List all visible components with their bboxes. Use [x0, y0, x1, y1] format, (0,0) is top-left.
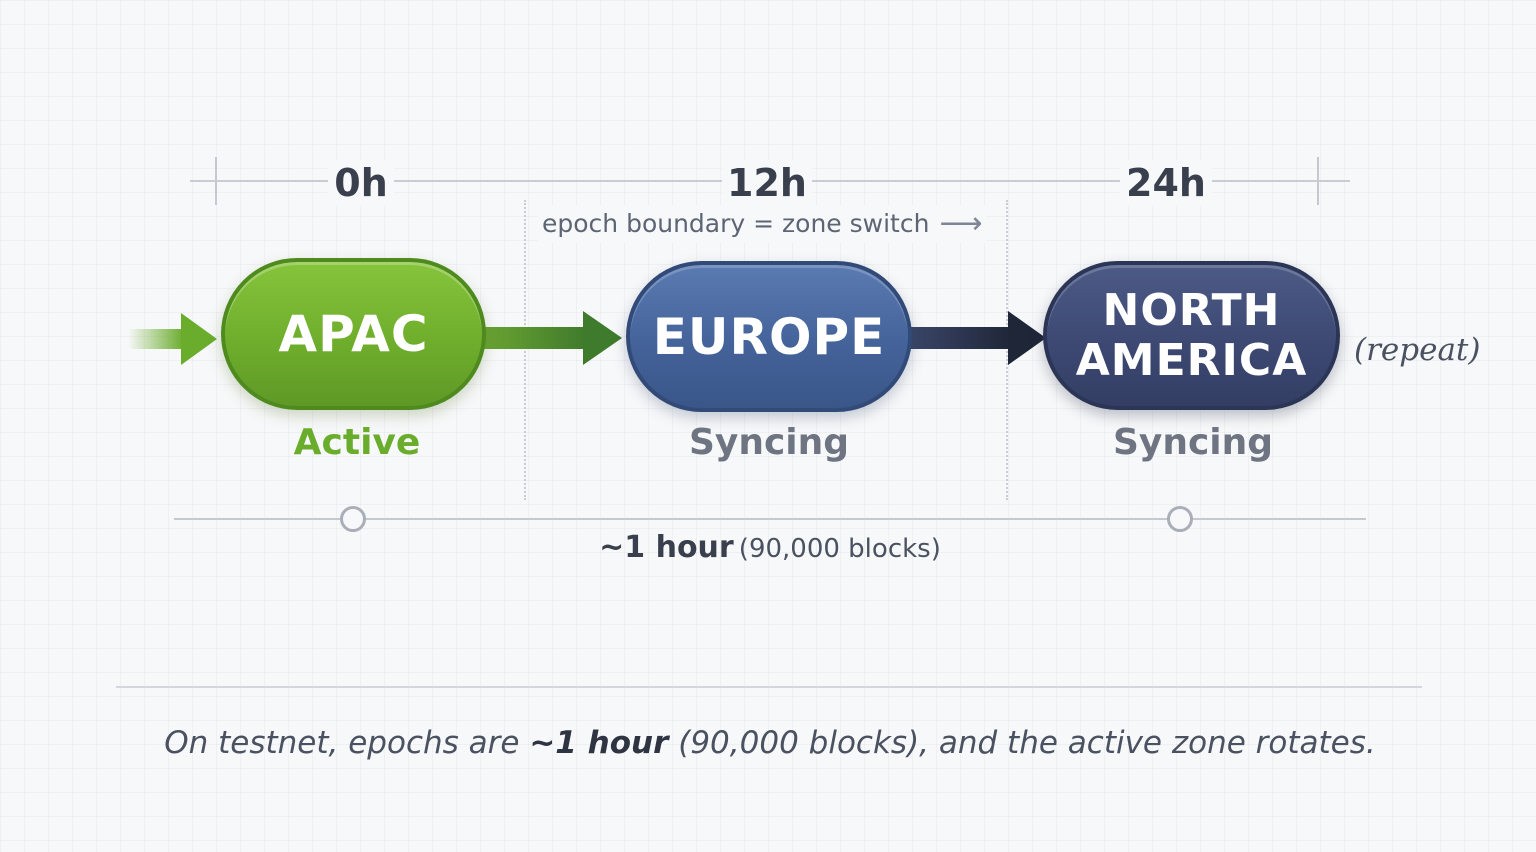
- repeat-label: (repeat): [1354, 332, 1481, 368]
- caption-after: (90,000 blocks), and the active zone rot…: [668, 725, 1376, 761]
- epoch-boundary-note: epoch boundary = zone switch ⟶: [538, 206, 987, 242]
- caption: On testnet, epochs are ~1 hour (90,000 b…: [120, 716, 1420, 770]
- zone-europe-status: Syncing: [688, 422, 850, 463]
- zone-europe-label: EUROPE: [652, 307, 886, 366]
- zone-apac: APAC: [221, 258, 486, 410]
- right-arrow-icon: ⟶: [939, 206, 983, 241]
- timeline-end-tick: [1317, 157, 1319, 205]
- zone-apac-status: Active: [293, 422, 421, 463]
- duration-end-marker: [1167, 506, 1193, 532]
- zone-north-america: NORTH AMERICA: [1043, 261, 1340, 410]
- zone-europe: EUROPE: [626, 261, 912, 412]
- apac-to-europe-arrow: [484, 311, 622, 365]
- zone-north-america-label-line2: AMERICA: [1075, 334, 1308, 386]
- duration-strong: ~1 hour: [599, 530, 734, 565]
- caption-strong: ~1 hour: [529, 725, 669, 761]
- epoch-boundary-guide-right: [1006, 200, 1008, 500]
- caption-divider: [116, 686, 1422, 688]
- duration-line: [174, 518, 1366, 520]
- europe-to-na-arrow: [910, 311, 1046, 365]
- epoch-boundary-note-text: epoch boundary = zone switch: [542, 209, 930, 238]
- duration-label: ~1 hour (90,000 blocks): [540, 528, 1000, 568]
- epoch-boundary-guide-left: [524, 200, 526, 500]
- timeline-start-tick: [215, 157, 217, 205]
- duration-start-marker: [340, 506, 366, 532]
- time-label-24h: 24h: [1120, 160, 1212, 206]
- time-label-12h: 12h: [722, 160, 812, 206]
- zone-north-america-label-line1: NORTH: [1102, 284, 1281, 336]
- time-label-0h: 0h: [328, 160, 394, 206]
- incoming-arrow: [128, 313, 217, 365]
- caption-before: On testnet, epochs are: [164, 725, 530, 761]
- duration-detail: (90,000 blocks): [738, 534, 941, 564]
- zone-north-america-status: Syncing: [1112, 422, 1274, 463]
- zone-apac-label: APAC: [278, 305, 429, 363]
